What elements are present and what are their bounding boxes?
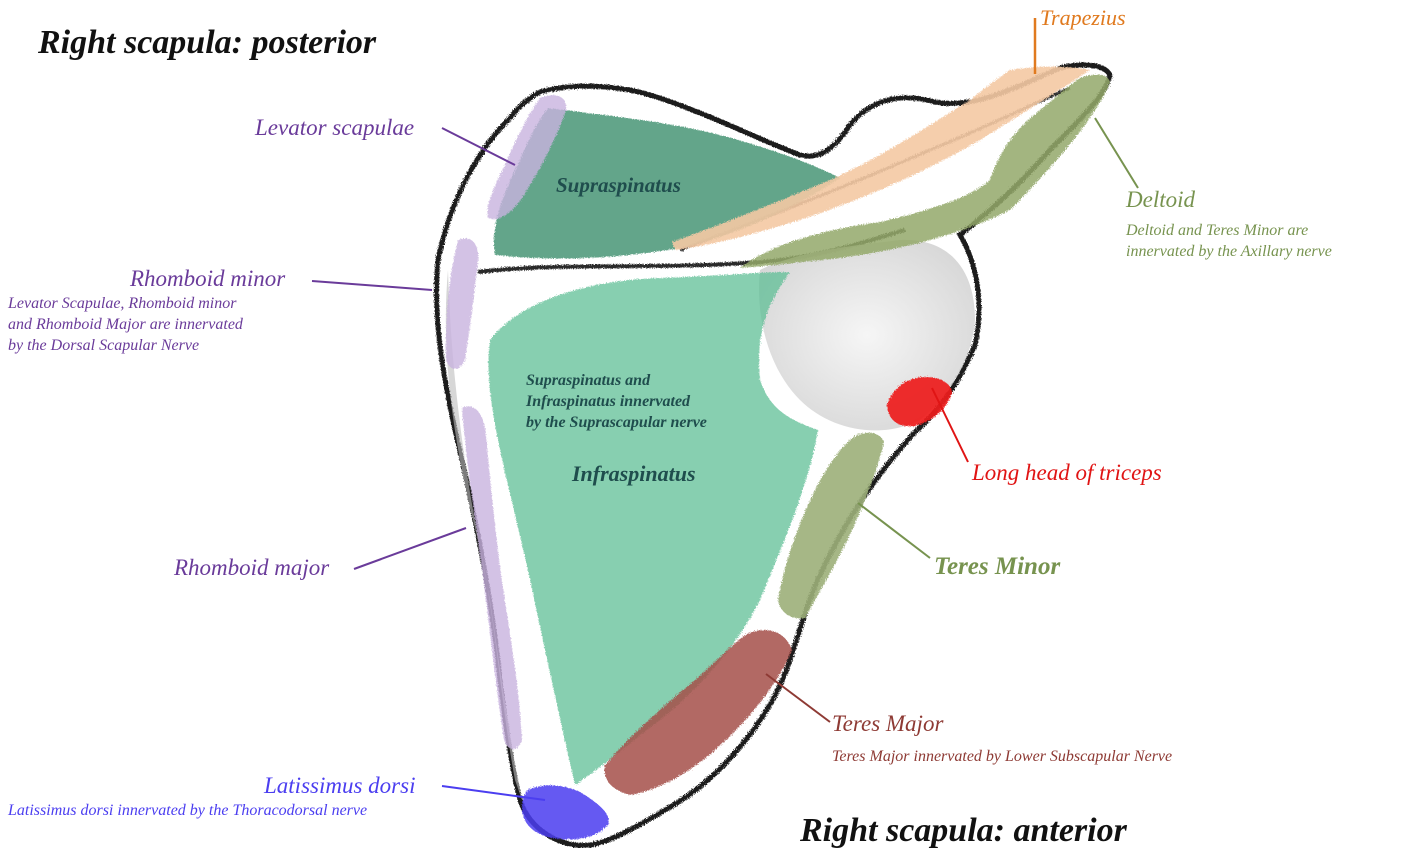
- title-anterior: Right scapula: anterior: [800, 812, 1127, 850]
- label-supraspinatus: Supraspinatus: [556, 173, 681, 198]
- note-dorsal-scapular-nerve: Levator Scapulae, Rhomboid minor and Rho…: [8, 293, 243, 356]
- label-rhomboid-minor: Rhomboid minor: [130, 266, 285, 292]
- leader-teres-minor: [858, 503, 930, 558]
- label-rhomboid-major: Rhomboid major: [174, 555, 329, 581]
- label-trapezius: Trapezius: [1040, 5, 1126, 31]
- title-posterior: Right scapula: posterior: [38, 24, 376, 62]
- note-thoracodorsal-nerve: Latissimus dorsi innervated by the Thora…: [8, 800, 367, 821]
- note-axillary-nerve: Deltoid and Teres Minor are innervated b…: [1126, 220, 1332, 262]
- label-teres-minor: Teres Minor: [934, 553, 1060, 581]
- leader-rhomboid-major: [354, 528, 466, 569]
- label-levator-scapulae: Levator scapulae: [255, 115, 414, 141]
- label-deltoid: Deltoid: [1126, 187, 1195, 213]
- note-suprascapular-nerve: Supraspinatus and Infraspinatus innervat…: [526, 370, 707, 433]
- leader-rhomboid-minor: [312, 281, 432, 290]
- label-long-head-triceps: Long head of triceps: [972, 460, 1162, 486]
- label-teres-major: Teres Major: [832, 711, 943, 737]
- leader-long-head-triceps: [932, 388, 968, 462]
- label-latissimus-dorsi: Latissimus dorsi: [264, 773, 415, 799]
- note-lower-subscapular-nerve: Teres Major innervated by Lower Subscapu…: [832, 746, 1172, 767]
- leader-deltoid: [1095, 118, 1138, 188]
- label-infraspinatus: Infraspinatus: [572, 461, 696, 487]
